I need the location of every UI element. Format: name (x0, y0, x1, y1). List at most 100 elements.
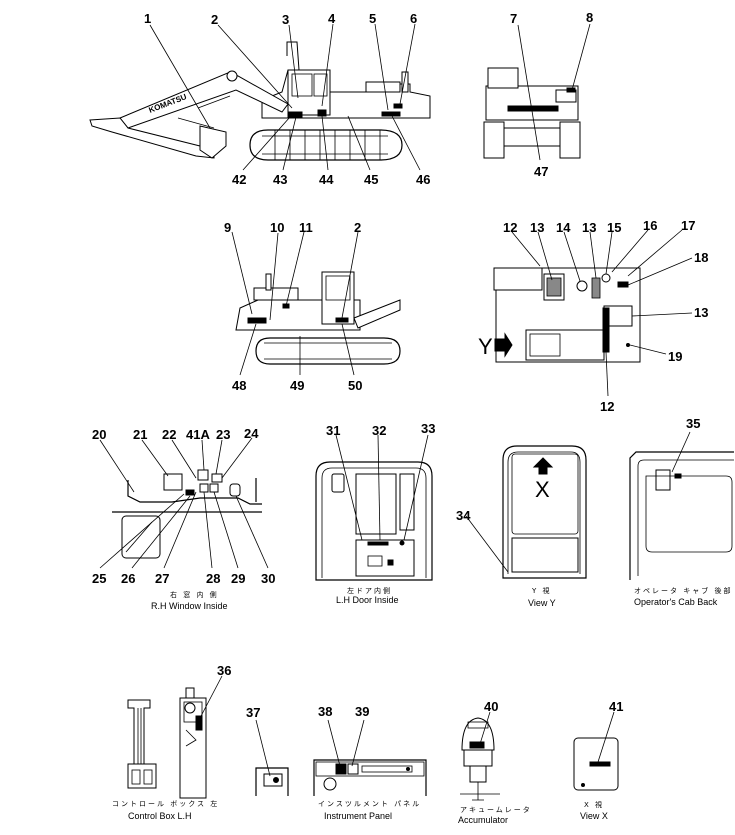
caption-view-y-en: View Y (528, 598, 556, 608)
excavator-top-view: Y 12 13 14 13 15 16 17 18 13 19 12 (478, 218, 708, 414)
control-box-panel (183, 701, 203, 723)
leader-50 (341, 323, 355, 376)
leader-13c (631, 312, 693, 317)
label-15: 15 (607, 220, 621, 235)
decal-50 (335, 317, 349, 323)
decal-27 (185, 489, 195, 496)
control-lever-lines (137, 708, 142, 764)
decal-30 (229, 483, 241, 497)
label-30: 30 (261, 571, 275, 586)
caption-rh-window-en: R.H Window Inside (151, 601, 228, 611)
decal-32 (367, 541, 389, 546)
label-9: 9 (224, 220, 231, 235)
label-41a: 41A (186, 427, 210, 442)
decal-44 (317, 109, 327, 117)
view-x: 41 X 視 View X (573, 699, 623, 821)
label-33: 33 (421, 421, 435, 436)
cab-back-window (645, 475, 733, 553)
label-39: 39 (355, 704, 369, 719)
exhaust2 (265, 273, 272, 291)
x-arrow (532, 457, 554, 475)
accumulator-body (463, 749, 493, 767)
cab2-window (325, 275, 351, 301)
leader-7-47 (517, 24, 541, 161)
rh-window-inside: 20 21 22 41A 23 24 25 26 27 28 29 30 右 窓… (92, 426, 275, 611)
excavator-right-side-view: 9 10 11 2 48 49 50 (224, 220, 401, 393)
label-2-right: 2 (354, 220, 361, 235)
decal-13b (591, 277, 601, 299)
label-18: 18 (694, 250, 708, 265)
label-21: 21 (133, 427, 147, 442)
caption-view-y-jp: Y 視 (531, 586, 552, 595)
cab (287, 69, 331, 116)
y-arrow-label: Y (478, 334, 493, 359)
cab-window-rear (313, 73, 328, 97)
caption-accumulator-en: Accumulator (458, 815, 508, 825)
label-23: 23 (216, 427, 230, 442)
lh-door-panel-knob (387, 559, 394, 566)
leader-23 (215, 439, 223, 475)
leader-43 (282, 116, 297, 171)
leader-3 (288, 24, 299, 99)
decal-8 (566, 87, 576, 93)
arm (89, 117, 215, 159)
leader-9 (231, 231, 253, 315)
lh-door-handle (331, 473, 345, 493)
track2-outline (255, 337, 401, 365)
label-49: 49 (290, 378, 304, 393)
label-12-bottom: 12 (600, 399, 614, 414)
decal-33 (399, 540, 405, 546)
label-40: 40 (484, 699, 498, 714)
lh-door-lower-panel (355, 539, 415, 577)
control-box-lh: 36 コントロール ボックス 左 Control Box L.H (112, 663, 231, 821)
label-31: 31 (326, 423, 340, 438)
decal-18 (617, 281, 629, 288)
leader-2 (217, 24, 293, 109)
label-27: 27 (155, 571, 169, 586)
label-12-top: 12 (503, 220, 517, 235)
caption-instrument-jp: インスツルメント パネル (318, 800, 421, 808)
leader-30 (235, 495, 269, 569)
label-20: 20 (92, 427, 106, 442)
cab-back-inner (637, 459, 734, 576)
leader-37 (255, 719, 271, 777)
view-y-door (502, 445, 587, 579)
leader-1 (149, 24, 211, 129)
label-36: 36 (217, 663, 231, 678)
instrument-panel-body (313, 759, 427, 796)
label-5: 5 (369, 11, 376, 26)
label-8: 8 (586, 10, 593, 25)
leader-46 (391, 115, 421, 171)
leader-44 (321, 115, 329, 171)
leader-14 (563, 231, 581, 282)
leader-38 (327, 719, 341, 767)
label-13-first: 13 (530, 220, 544, 235)
label-38: 38 (318, 704, 332, 719)
rear-undercarriage (503, 127, 561, 147)
leader-13b (589, 231, 597, 279)
view-y-lower (511, 537, 579, 573)
cab-window (291, 73, 313, 97)
leader-31 (335, 434, 363, 541)
hood2 (253, 287, 299, 301)
leader-21 (141, 439, 169, 477)
leader-29 (213, 491, 239, 569)
leader-13a (537, 231, 553, 281)
decal-40 (469, 741, 485, 749)
label-2: 2 (211, 12, 218, 27)
leader-16 (611, 229, 649, 273)
leader-5 (374, 23, 389, 111)
leader-41a (201, 439, 205, 471)
caption-accumulator-jp: アキュームレータ (460, 805, 532, 814)
label-7: 7 (510, 11, 517, 26)
decal-14 (576, 280, 588, 292)
leader-48 (239, 323, 257, 376)
label-28: 28 (206, 571, 220, 586)
leader-40 (479, 711, 491, 745)
leader-19 (629, 344, 667, 355)
instrument-left-box (255, 767, 289, 796)
track-inner (262, 135, 388, 155)
lh-door-window-right (399, 473, 415, 531)
y-arrow (494, 332, 513, 358)
boom-pin (226, 70, 238, 82)
